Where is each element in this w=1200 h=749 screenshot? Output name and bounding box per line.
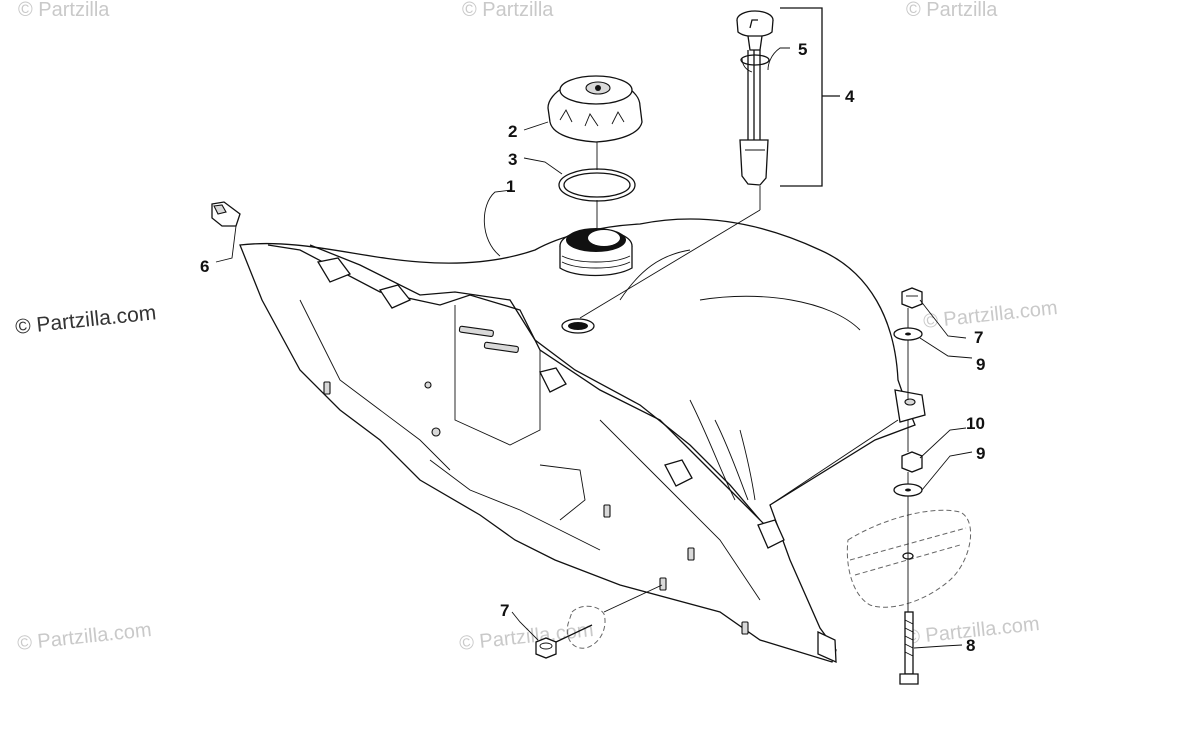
fuel-gauge-sender [736,10,774,186]
fuel-cap [547,75,643,143]
watermark-bottom-left: © Partzilla.com [16,619,152,655]
callout-5: 5 [798,40,807,59]
watermark-top-left: © Partzilla [18,0,110,21]
o-ring-gasket [558,168,636,202]
callout-4: 4 [845,87,855,106]
callout-2: 2 [508,122,517,141]
watermark-top-center: © Partzilla [462,0,554,21]
callout-1: 1 [506,177,515,196]
watermark-top-right: © Partzilla [906,0,998,21]
callout-10: 10 [966,414,985,433]
callout-7-right: 7 [974,328,983,347]
callout-6: 6 [200,257,209,276]
fuel-tank [239,218,926,664]
watermark-right-middle: © Partzilla.com [922,297,1058,333]
callout-9-lower: 9 [976,444,985,463]
callout-3: 3 [508,150,517,169]
bottom-flange-nut [535,624,593,659]
leader-lines [215,7,973,649]
watermark-primary: © Partzilla.com [14,301,157,339]
callout-8: 8 [966,636,975,655]
callout-7-bottom: 7 [500,601,509,620]
callout-9-upper: 9 [976,355,985,374]
mounting-bracket-clip [211,201,241,227]
mounting-bolt [899,611,919,685]
watermark-bottom-center: © Partzilla.com [458,619,594,655]
